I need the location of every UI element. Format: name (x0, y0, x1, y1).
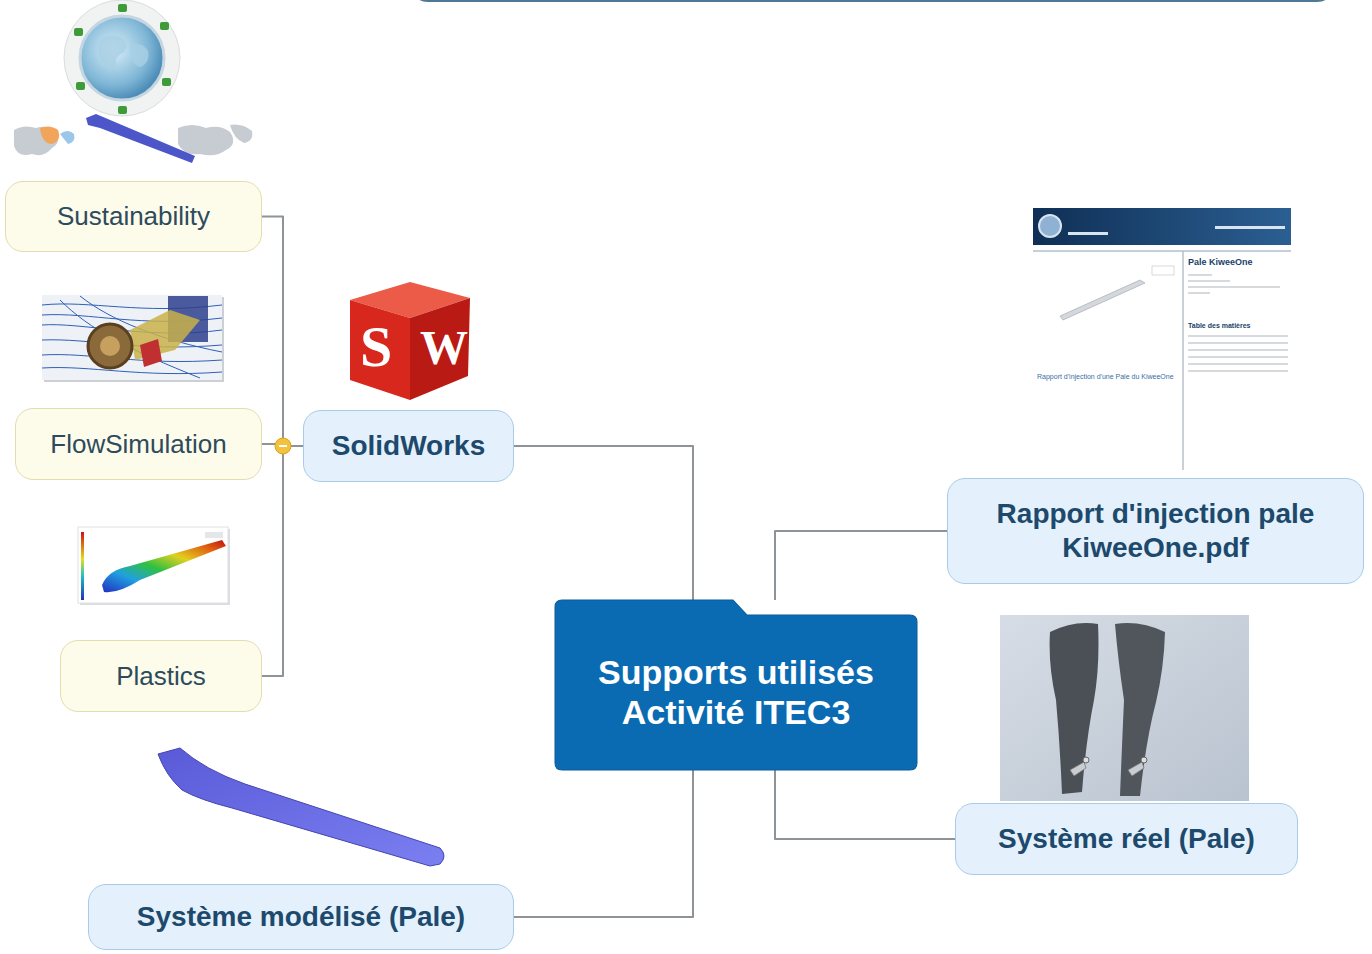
plastics-picture (78, 527, 230, 605)
collapse-marker (275, 438, 291, 454)
branch-connector (262, 217, 303, 447)
topic-text: Système modélisé (Pale) (137, 900, 465, 934)
topic-box: Système modélisé (Pale) (88, 884, 514, 950)
topic-box: Sustainability (5, 181, 262, 252)
branch-connector (514, 770, 693, 917)
branch-connector (775, 770, 955, 839)
logo-letter: W (420, 324, 468, 372)
topic-box: FlowSimulation (15, 408, 262, 480)
topic-box: SolidWorks (303, 410, 514, 482)
real-blades-photo (1000, 615, 1249, 801)
topic-text: Sustainability (57, 201, 210, 232)
solidworks-logo (350, 282, 470, 400)
document-caption: Rapport d'injection d'une Pale du KiweeO… (1037, 373, 1174, 380)
branch-connector (262, 446, 303, 676)
flow-simulation-picture (42, 295, 224, 382)
report-thumbnail (1033, 208, 1291, 473)
logo-letter: S (360, 318, 392, 376)
topic-text: SolidWorks (332, 429, 486, 463)
topic-box: Plastics (60, 640, 262, 712)
eco-design-picture (14, 0, 252, 163)
document-title: Pale KiweeOne (1188, 258, 1253, 267)
central-topic: Supports utilisés Activité ITEC3 (555, 600, 917, 770)
topic-text: FlowSimulation (50, 429, 226, 460)
model-blade (158, 748, 444, 866)
topic-box: Rapport d'injection pale KiweeOne.pdf (947, 478, 1364, 584)
topic-box: Système réel (Pale) (955, 803, 1298, 875)
topic-text: Système réel (Pale) (998, 822, 1255, 856)
topic-text: Plastics (116, 661, 206, 692)
document-heading: Table des matières (1188, 322, 1251, 329)
branch-connector (514, 446, 693, 600)
topic-text: Rapport d'injection pale KiweeOne.pdf (961, 497, 1350, 564)
central-title: Supports utilisés Activité ITEC3 (569, 652, 903, 732)
branch-connector (775, 531, 947, 600)
